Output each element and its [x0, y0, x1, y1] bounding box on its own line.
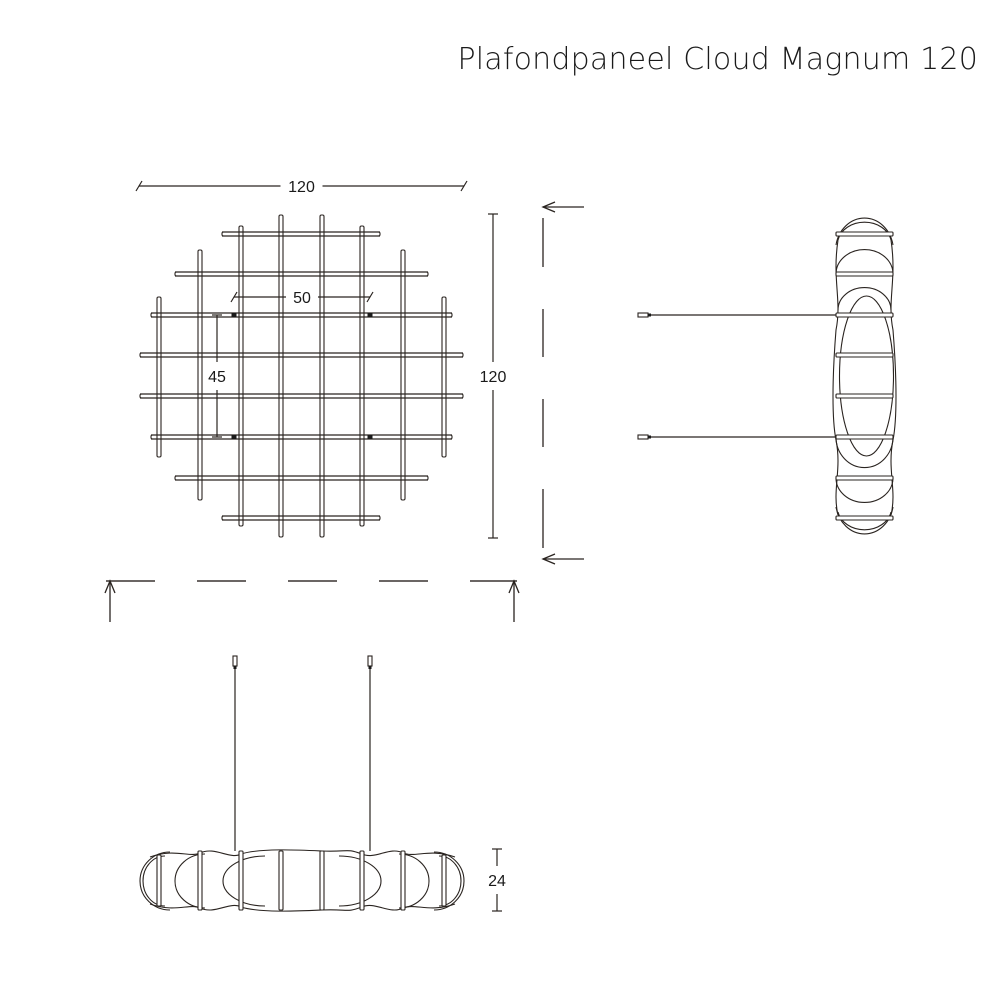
panel-arc	[433, 851, 465, 911]
arrow-left-icon	[541, 201, 556, 213]
front-bar	[278, 850, 284, 911]
panel-arc	[835, 436, 894, 469]
side-view	[637, 217, 897, 535]
side-bar	[835, 393, 894, 399]
vertical-bar	[238, 225, 244, 527]
anchor-point-icon	[367, 435, 373, 439]
panel-outline	[832, 239, 839, 516]
ceiling-mount-icon	[232, 655, 238, 667]
panel-arc	[835, 477, 894, 503]
cable-gripper-icon	[368, 666, 372, 669]
anchor-spacing-x-label: 50	[293, 290, 311, 307]
vertical-bar	[278, 214, 284, 538]
side-bar	[835, 515, 894, 521]
overall-width-label: 120	[288, 179, 315, 196]
panel-arc	[837, 287, 892, 311]
side-bar	[835, 434, 894, 440]
side-bar	[835, 231, 894, 237]
vertical-bar	[156, 296, 162, 458]
front-bar	[359, 850, 365, 911]
panel-height-label: 24	[488, 873, 506, 890]
side-bar	[835, 352, 894, 358]
anchor-point-icon	[367, 313, 373, 317]
arrow-up-icon	[104, 579, 116, 594]
cable-gripper-icon	[648, 435, 651, 439]
front-bar	[400, 850, 406, 911]
dimension-tick	[135, 180, 143, 192]
vertical-bar	[441, 296, 447, 458]
side-bar	[835, 475, 894, 481]
arrow-left-icon	[541, 553, 556, 565]
dimension-tick	[366, 291, 374, 303]
front-bar	[238, 850, 244, 911]
cable-gripper-icon	[233, 666, 237, 669]
ceiling-mount-icon	[637, 312, 649, 318]
dimension-lines: 120 120 50 45 24	[135, 179, 507, 912]
panel-arc	[222, 855, 266, 907]
panel-arc	[438, 855, 462, 907]
cable-gripper-icon	[648, 313, 651, 317]
panel-arc	[139, 851, 171, 911]
panel-arc	[835, 249, 894, 275]
ceiling-mount-icon	[367, 655, 373, 667]
front-bar	[319, 850, 325, 911]
front-bar	[441, 854, 447, 907]
panel-outline	[890, 239, 897, 516]
ceiling-mount-icon	[637, 434, 649, 440]
side-bar	[835, 271, 894, 277]
panel-arc	[338, 855, 382, 907]
panel-center-ellipse	[838, 295, 895, 457]
panel-arc	[142, 855, 166, 907]
panel-arc	[837, 511, 892, 531]
vertical-bar	[197, 249, 203, 501]
anchor-spacing-y-label: 45	[208, 369, 226, 386]
vertical-bar	[359, 225, 365, 527]
dimension-tick	[460, 180, 468, 192]
overall-height-label: 120	[480, 369, 507, 386]
front-bar	[197, 850, 203, 911]
front-bar	[156, 854, 162, 907]
top-view-grid	[139, 214, 464, 538]
panel-arc	[398, 853, 430, 909]
arrow-up-icon	[508, 579, 520, 594]
side-bar	[835, 312, 894, 318]
dimension-tick	[230, 291, 238, 303]
section-markers	[104, 201, 584, 622]
vertical-bar	[400, 249, 406, 501]
anchor-point-icon	[231, 313, 237, 317]
panel-arc	[837, 221, 892, 241]
front-view	[139, 655, 465, 912]
vertical-bar	[319, 214, 325, 538]
panel-arc	[174, 853, 206, 909]
drawing-title: Plafondpaneel Cloud Magnum 120	[457, 42, 978, 77]
anchor-point-icon	[231, 435, 237, 439]
panel-outline	[149, 903, 456, 912]
